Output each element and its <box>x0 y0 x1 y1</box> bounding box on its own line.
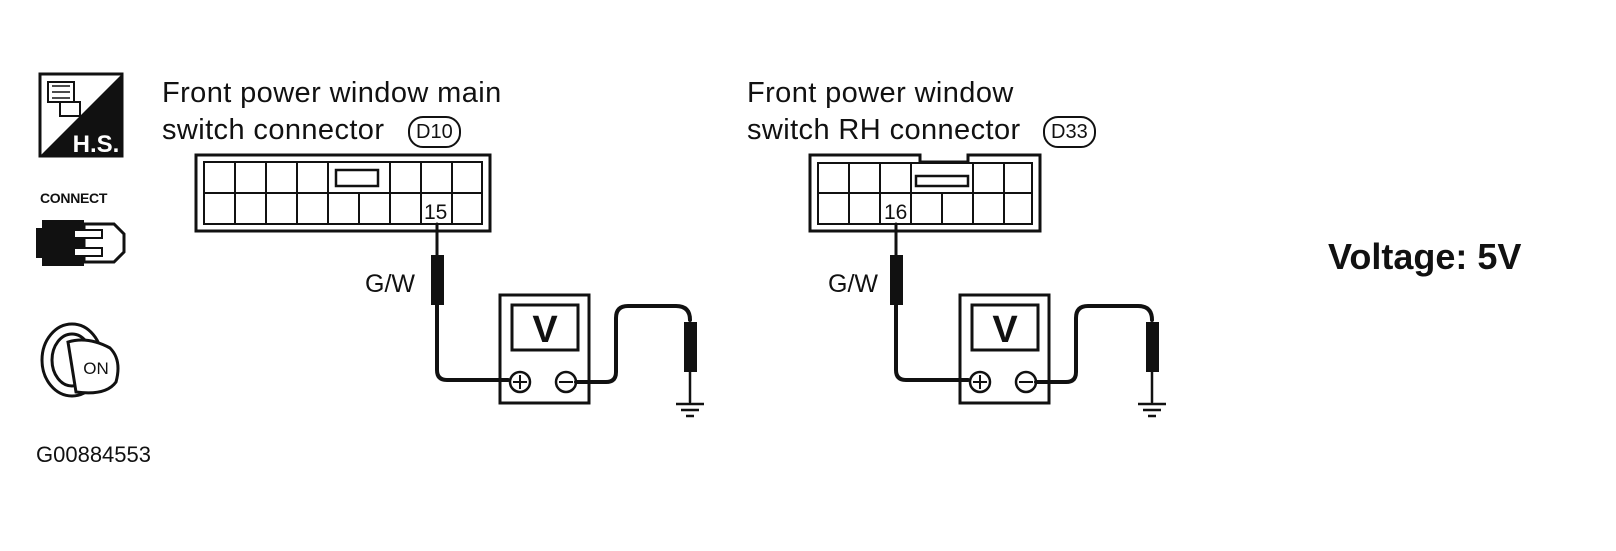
right-ground-symbol-icon <box>1138 402 1166 418</box>
right-connector-id-badge: D33 <box>1043 116 1096 148</box>
ignition-on-icon: ON <box>38 318 130 400</box>
left-probe-wire <box>431 222 510 382</box>
left-connector-housing <box>194 153 492 233</box>
right-voltmeter-label: V <box>992 309 1018 351</box>
left-wire-color: G/W <box>365 270 415 298</box>
right-connector-housing <box>808 153 1042 233</box>
right-ground-wire <box>1034 304 1159 404</box>
connect-icon-label: CONNECT <box>40 190 108 206</box>
connector-connect-icon <box>34 208 129 278</box>
ignition-on-label: ON <box>83 359 109 378</box>
left-connector-id-badge: D10 <box>408 116 461 148</box>
left-title-line1: Front power window main <box>162 77 502 109</box>
left-pin-number: 15 <box>424 201 447 224</box>
right-probe-wire <box>890 222 970 382</box>
voltage-result: Voltage: 5V <box>1328 236 1522 277</box>
left-ground-wire <box>574 304 697 404</box>
left-voltmeter <box>498 293 591 405</box>
right-title-line2: switch RH connector <box>747 114 1021 146</box>
left-voltmeter-label: V <box>532 309 558 351</box>
harness-sheet-label: H.S. <box>73 131 120 158</box>
left-title-line2: switch connector <box>162 114 385 146</box>
right-title-line1: Front power window <box>747 77 1014 109</box>
figure-id: G00884553 <box>36 442 151 467</box>
right-voltmeter <box>958 293 1051 405</box>
right-pin-number: 16 <box>884 201 907 224</box>
right-wire-color: G/W <box>828 270 878 298</box>
harness-sheet-icon: H.S. <box>38 72 124 158</box>
left-ground-symbol-icon <box>676 402 704 418</box>
